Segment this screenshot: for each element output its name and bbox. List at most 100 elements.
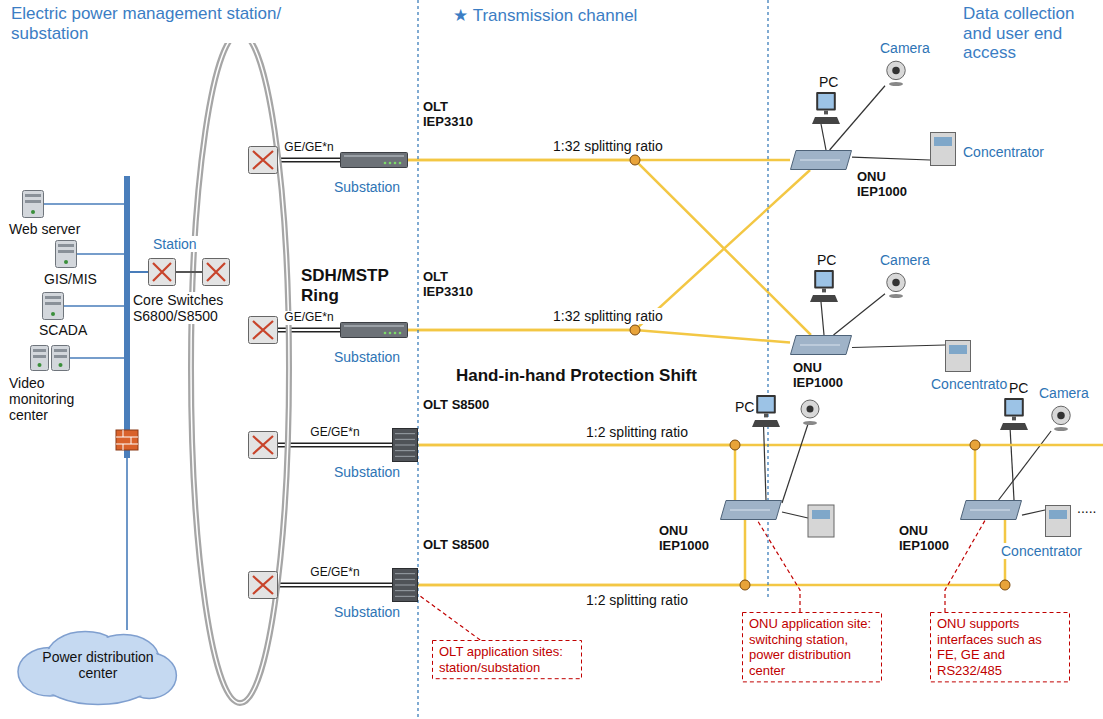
connector [1022, 510, 1045, 515]
rack-slot [395, 585, 415, 586]
olt-device: OLT IEP3310 [340, 322, 408, 338]
olt-body [341, 323, 408, 338]
node-label: SCADA [38, 322, 108, 338]
pc-icon-shape [752, 395, 780, 427]
camera-base [889, 82, 903, 86]
switch-body [249, 572, 278, 599]
diagram-label: 1:2 splitting ratio [585, 592, 715, 608]
pc-keyboard [810, 295, 838, 302]
callout-outline [743, 613, 882, 682]
onu-body [791, 151, 852, 170]
camera-lens [892, 67, 899, 74]
firewall-bricks [116, 430, 138, 450]
server-body [43, 293, 64, 320]
diagram-label: Data collection and user end access [962, 4, 1098, 63]
node-label: PC [816, 252, 846, 268]
connector [278, 158, 340, 163]
diagram-label: 1:32 splitting ratio [552, 138, 692, 154]
switch-body [249, 147, 278, 174]
switch-icon: Substation [248, 431, 278, 459]
node-label: ONU IEP1000 [898, 524, 958, 554]
olt-rack: OLT S8500 [392, 428, 418, 462]
pc-icon: PC [810, 270, 838, 302]
concentrator-icon [808, 505, 834, 537]
camera-base [889, 294, 903, 298]
connector-inner [278, 444, 392, 446]
server-led [59, 363, 63, 367]
server-slot [54, 355, 67, 358]
callout-box: ONU application site: switching station,… [742, 612, 882, 682]
camera-icon-shape [1050, 405, 1072, 431]
olt-device-shape [340, 152, 408, 168]
onu-face [800, 160, 840, 161]
pc-monitor [814, 270, 834, 289]
connector-inner [278, 159, 340, 161]
concentrator-body [946, 341, 971, 372]
cloud-shape: Power distribution center [18, 630, 178, 706]
pc-icon-shape [1000, 398, 1028, 430]
server-icon-shape [22, 190, 44, 218]
switch-arrows [153, 263, 171, 281]
switch-body [249, 317, 278, 344]
switch-link [176, 271, 202, 273]
server-slot [33, 349, 46, 352]
onu-device-shape [790, 335, 852, 355]
onu-body [961, 501, 1022, 520]
camera-lens [1057, 412, 1064, 419]
server-slot [58, 250, 74, 253]
rack-body [393, 429, 418, 462]
onu-device: ONU IEP1000 [790, 150, 852, 170]
connector [418, 520, 745, 585]
pc-icon: PC [812, 92, 840, 124]
camera-icon: Camera [885, 272, 907, 298]
camera-lens [807, 406, 814, 413]
camera-body [1052, 406, 1070, 424]
node-label: ONU application site: switching station,… [748, 616, 876, 678]
onu-device-shape [960, 500, 1022, 520]
olt-rack: OLT S8500 [392, 568, 418, 602]
olt-led [394, 332, 397, 335]
optical-splitter [730, 440, 740, 450]
server-body [52, 346, 70, 371]
server-led [64, 260, 68, 264]
node-label: Substation [333, 464, 413, 480]
switch-arrows [207, 263, 225, 281]
server-icon: GIS/MIS [55, 240, 77, 268]
olt-led [399, 162, 402, 165]
diagram-label: 1:32 splitting ratio [552, 308, 692, 324]
link-label: GE/GE*n [283, 141, 334, 155]
ethernet-link [782, 424, 808, 503]
core-switch-shape [148, 258, 230, 286]
switch-body [249, 432, 278, 459]
camera-body [887, 61, 905, 79]
pc-icon: PC [752, 395, 780, 427]
pc-screen [816, 272, 832, 287]
server-icon: SCADA [42, 292, 64, 320]
node-label: PC [734, 399, 752, 415]
node-label: Web server [8, 221, 98, 237]
camera-icon: Camera [1050, 405, 1072, 431]
onu-device-shape [720, 500, 782, 520]
diagram-label: ★ Transmission channel [452, 6, 692, 26]
node-label: ONU supports interfaces such as FE, GE a… [936, 616, 1064, 678]
olt-led [389, 162, 392, 165]
connector [278, 583, 392, 588]
rack-slot [395, 456, 415, 457]
server-led [38, 363, 42, 367]
optical-splitter [630, 155, 640, 165]
rack-slot [395, 450, 415, 451]
link-label: GE/GE*n [283, 311, 334, 325]
node-label: Camera [879, 40, 939, 56]
node-label: ONU IEP1000 [792, 361, 862, 391]
pc-stand [822, 289, 826, 293]
onu-face [730, 510, 770, 511]
server-icon-shape [55, 240, 77, 268]
callout-outline [433, 641, 582, 679]
node-label: ONU IEP1000 [856, 170, 918, 200]
node-label: Concentrator [1000, 543, 1098, 559]
olt-rack-shape [392, 568, 418, 602]
pc-monitor [756, 395, 776, 414]
diagram-label: ..... [1076, 500, 1100, 516]
